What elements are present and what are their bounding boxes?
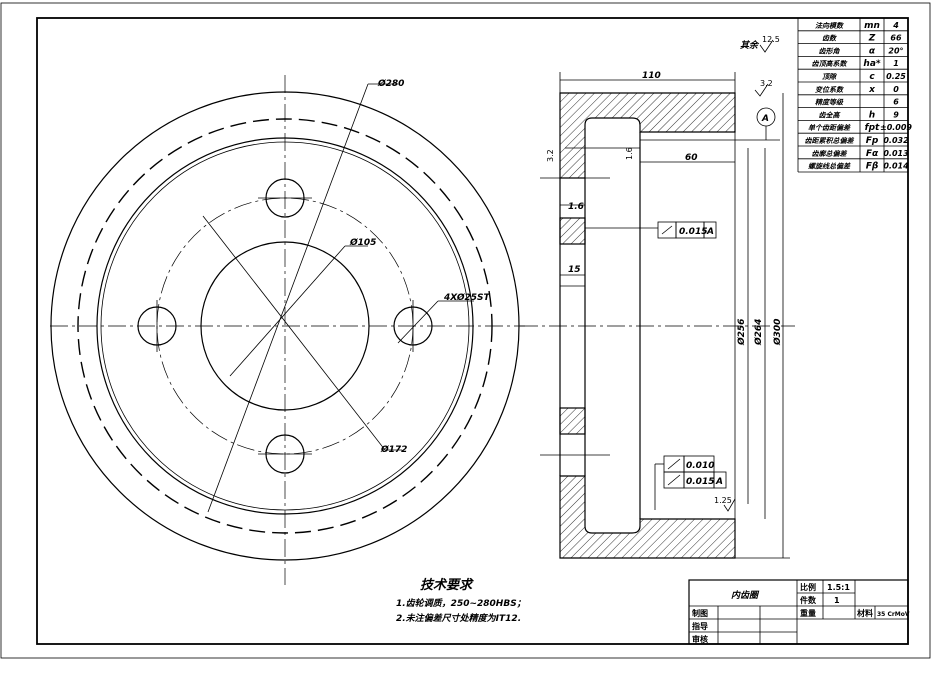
param-row: 精度等级 6 — [798, 94, 908, 107]
param-row: 齿廓总偏差 Fα 0.013 — [798, 145, 909, 159]
param-name: 顶隙 — [822, 72, 837, 81]
param-row: 齿顶高系数 ha* 1 — [798, 56, 908, 69]
roughness-left: 3.2 — [546, 149, 555, 162]
notes-line-2: 2.未注偏差尺寸处精度为IT12. — [396, 613, 521, 624]
title-block-title: 内齿圈 — [731, 590, 760, 601]
notes-heading: 技术要求 — [420, 577, 474, 593]
param-value: 0.014 — [883, 162, 909, 171]
param-value: 66 — [890, 34, 902, 43]
svg-text:0.010: 0.010 — [686, 461, 714, 471]
drawn-label: 制图 — [692, 608, 708, 618]
scale-value: 1.5:1 — [827, 583, 850, 592]
front-view: Ø280 Ø105 4XØ25ST Ø172 — [50, 75, 525, 585]
dim-d264: Ø264 — [753, 319, 764, 346]
param-name: 单个齿距偏差 — [808, 123, 851, 132]
param-symbol: x — [868, 85, 876, 95]
param-value: 6 — [893, 98, 899, 107]
param-name: 齿数 — [822, 34, 837, 43]
param-name: 法向模数 — [815, 21, 844, 30]
svg-text:0.015: 0.015 — [686, 477, 714, 487]
param-row: 齿距累积总偏差 Fp 0.032 — [798, 132, 909, 146]
param-name: 齿距累积总偏差 — [805, 136, 855, 145]
param-row: 单个齿距偏差 fpt±0.009 — [798, 120, 912, 133]
param-row: 齿形角 α 20° — [798, 43, 908, 56]
param-value: 20° — [888, 46, 903, 55]
surface-note: 其余 12.5 — [740, 35, 780, 53]
param-symbol: c — [869, 72, 875, 82]
param-value: 0.25 — [886, 72, 906, 81]
param-symbol: fpt — [865, 123, 880, 133]
param-name: 精度等级 — [815, 98, 844, 107]
param-symbol: Fp — [866, 136, 879, 146]
param-symbol: Z — [868, 34, 876, 44]
param-symbol: Fα — [866, 149, 879, 159]
dim-width: 110 — [642, 71, 661, 81]
guide-label: 指导 — [692, 621, 708, 631]
check-label: 审核 — [692, 634, 708, 644]
dim-1-6: 1.6 — [568, 202, 584, 212]
dim-holes: 4XØ25ST — [443, 292, 491, 303]
param-value: 0 — [893, 85, 899, 94]
param-row: 法向模数 mn 4 — [798, 17, 908, 31]
weight-label: 重量 — [800, 608, 816, 618]
dim-d280: Ø280 — [377, 78, 404, 89]
roughness-inner: 1.6 — [625, 147, 634, 160]
roughness-bottom: 1.25 — [714, 496, 732, 505]
param-name: 齿全高 — [819, 110, 842, 119]
param-row: 顶隙 c 0.25 — [798, 68, 908, 82]
datum-a: A — [761, 114, 769, 124]
param-value: 1 — [893, 59, 899, 68]
sheet-border — [0, 2, 931, 659]
param-value: ±0.009 — [880, 123, 912, 132]
material-label: 材料 — [857, 608, 873, 618]
param-value: 4 — [892, 21, 899, 30]
gear-parameter-table: 法向模数 mn 4 齿数 Z 66 齿形角 α 20° 齿顶高系数 ha* 1 顶隙 c 0.25 变位系数 x… — [797, 17, 912, 173]
section-view: 110 60 15 1.6 3.2 3.2 1.6 1.25 A 0.015 A — [520, 71, 795, 559]
param-value: 0.032 — [883, 136, 909, 145]
count-label: 件数 — [800, 595, 817, 605]
param-name: 变位系数 — [815, 85, 844, 94]
dim-d105: Ø105 — [349, 237, 376, 248]
notes-line-1: 1.齿轮调质，250~280HBS； — [396, 598, 526, 609]
param-row: 螺旋线总偏差 Fβ 0.014 — [798, 158, 909, 172]
param-symbol: ha* — [863, 59, 880, 69]
dim-d256: Ø256 — [736, 319, 747, 346]
dim-60: 60 — [685, 153, 698, 163]
param-row: 变位系数 x 0 — [798, 81, 908, 95]
param-name: 齿廓总偏差 — [812, 149, 848, 158]
roughness-top: 3.2 — [760, 79, 773, 88]
count-value: 1 — [834, 596, 840, 605]
svg-text:A: A — [715, 477, 723, 487]
param-value: 0.013 — [883, 149, 909, 158]
title-block: 内齿圈 比例 1.5:1 件数 1 重量 材料 35 CrMoV 制图 指导 审… — [688, 579, 910, 645]
param-symbol: h — [869, 110, 875, 120]
svg-text:A: A — [706, 227, 714, 237]
param-symbol: α — [869, 46, 876, 56]
param-value: 9 — [893, 110, 899, 119]
dim-d300: Ø300 — [772, 319, 783, 346]
svg-text:其余: 其余 — [740, 40, 760, 51]
param-row: 齿全高 h 9 — [798, 107, 908, 120]
dim-15: 15 — [568, 265, 581, 275]
param-symbol: Fβ — [866, 162, 879, 172]
svg-text:12.5: 12.5 — [762, 35, 780, 44]
param-name: 齿形角 — [819, 46, 841, 55]
param-name: 螺旋线总偏差 — [808, 162, 851, 171]
param-name: 齿顶高系数 — [812, 59, 848, 68]
tolerance-frame-bottom: 0.010 0.015 A — [654, 455, 727, 510]
dim-d172: Ø172 — [380, 444, 407, 455]
material-value: 35 CrMoV — [877, 611, 910, 618]
param-row: 齿数 Z 66 — [798, 30, 908, 44]
scale-label: 比例 — [800, 582, 816, 592]
technical-notes: 技术要求 1.齿轮调质，250~280HBS； 2.未注偏差尺寸处精度为IT12… — [396, 577, 526, 624]
param-symbol: mn — [864, 21, 880, 31]
tolerance-frame-top: 0.015 A — [657, 221, 717, 239]
bolt-holes — [137, 178, 433, 474]
svg-text:0.015: 0.015 — [679, 227, 707, 237]
